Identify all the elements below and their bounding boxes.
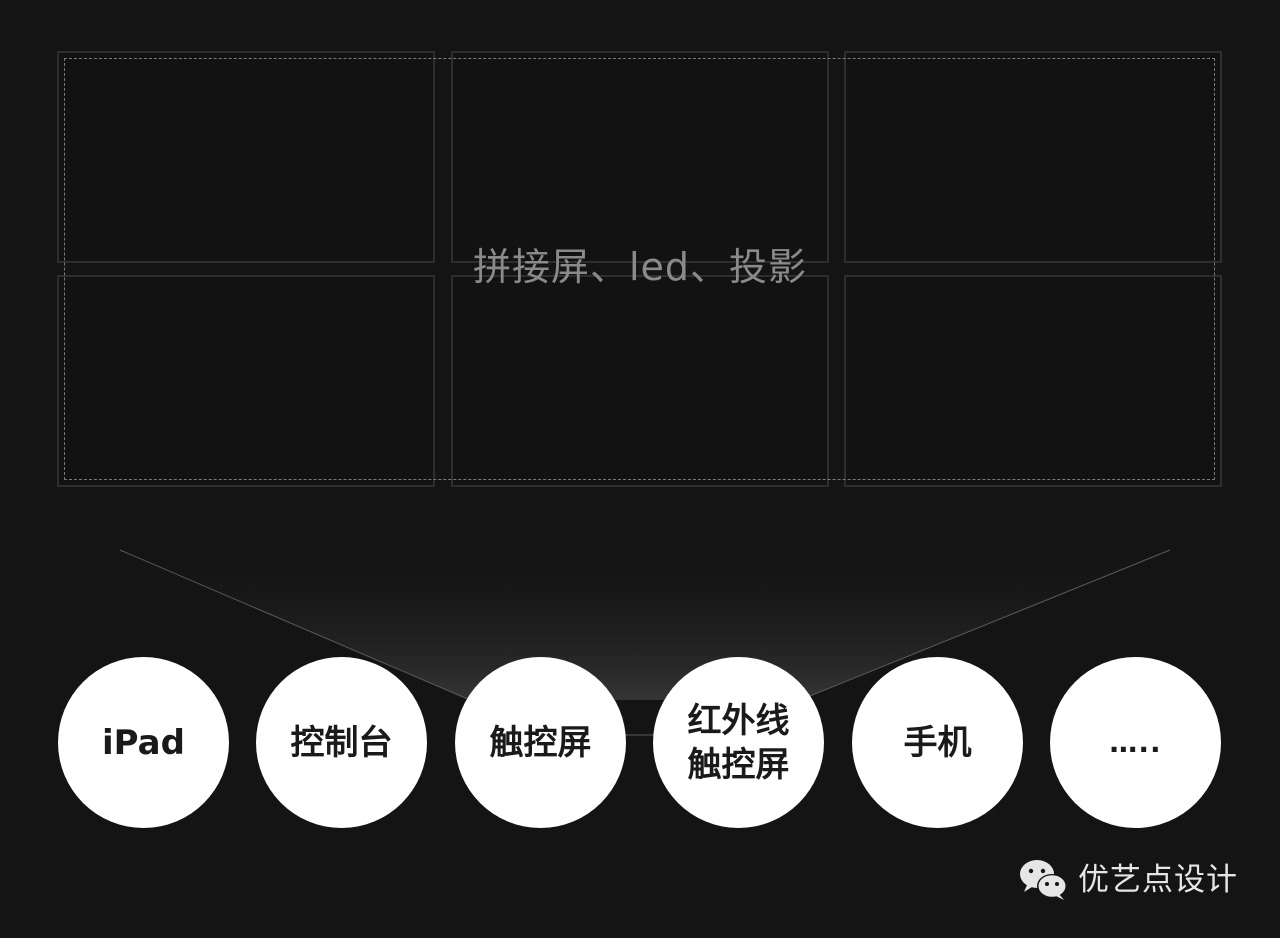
- display-area-frame: [64, 58, 1215, 480]
- screen-panel: [451, 51, 829, 263]
- device-infrared-touchscreen: 红外线 触控屏: [653, 657, 824, 828]
- brand-watermark: 优艺点设计: [1018, 856, 1238, 904]
- device-more: …..: [1050, 657, 1221, 828]
- screen-panel: [57, 51, 435, 263]
- device-touchscreen: 触控屏: [455, 657, 626, 828]
- brand-name: 优艺点设计: [1078, 862, 1238, 898]
- screen-panel: [57, 275, 435, 487]
- display-wall-label: 拼接屏、led、投影: [472, 245, 808, 289]
- screen-panel: [451, 275, 829, 487]
- screen-panel: [844, 51, 1222, 263]
- device-phone: 手机: [852, 657, 1023, 828]
- screen-panel: [844, 275, 1222, 487]
- device-console: 控制台: [256, 657, 427, 828]
- device-ipad: iPad: [58, 657, 229, 828]
- wechat-icon: [1020, 860, 1067, 900]
